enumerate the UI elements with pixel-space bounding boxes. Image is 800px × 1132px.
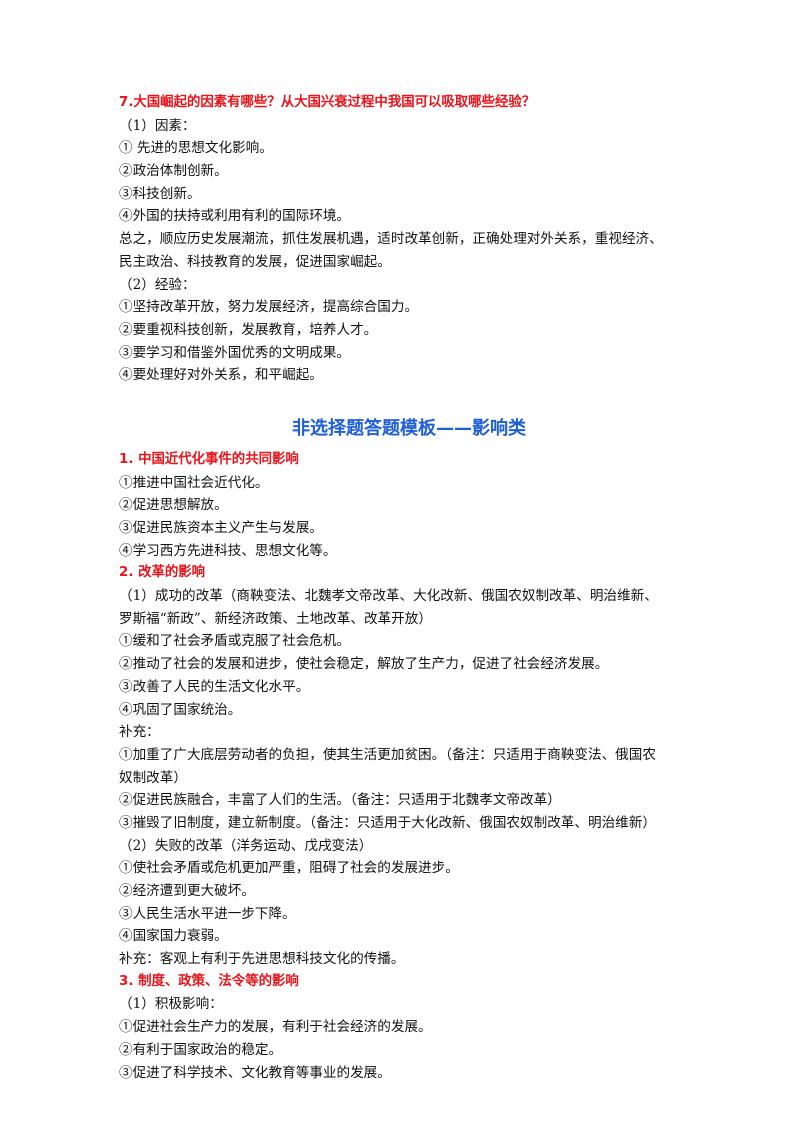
text-line: ②政治体制创新。 (119, 163, 228, 180)
text-line: ④学习西方先进科技、思想文化等。 (119, 542, 337, 559)
s3-body: （1）积极影响： ①促进社会生产力的发展，有利于社会经济的发展。 ②有利于国家政… (119, 993, 699, 1084)
text-line: ③促进了科学技术、文化教育等事业的发展。 (119, 1064, 391, 1081)
text-line: ③人民生活水平进一步下降。 (119, 905, 296, 922)
text-line: 民主政治、科技教育的发展，促进国家崛起。 (119, 253, 391, 270)
q7-body: （1）因素： ① 先进的思想文化影响。 ②政治体制创新。 ③科技创新。 ④外国的… (119, 115, 699, 387)
text-line: ①使社会矛盾或危机更加严重，阻碍了社会的发展进步。 (119, 860, 459, 877)
text-line: ① 先进的思想文化影响。 (119, 140, 273, 157)
text-line: ③要学习和借鉴外国优秀的文明成果。 (119, 344, 351, 361)
text-line: ①坚持改革开放，努力发展经济，提高综合国力。 (119, 299, 419, 316)
text-line: ③改善了人民的生活文化水平。 (119, 678, 310, 695)
section-title: 非选择题答题模板——影响类 (292, 417, 526, 439)
text-line: （2）失败的改革（洋务运动、戊戌变法） (119, 837, 373, 854)
text-line: 奴制改革） (119, 769, 187, 786)
text-line: 补充： (119, 724, 160, 741)
text-line: ③摧毁了旧制度，建立新制度。（备注：只适用于大化改新、俄国农奴制改革、明治维新） (119, 814, 656, 831)
s2-body: （1）成功的改革（商鞅变法、北魏孝文帝改革、大化改新、俄国农奴制改革、明治维新、… (119, 585, 699, 971)
text-line: 罗斯福“新政”、新经济政策、土地改革、改革开放） (119, 610, 432, 627)
text-line: ②有利于国家政治的稳定。 (119, 1041, 283, 1058)
text-line: ①缓和了社会矛盾或克服了社会危机。 (119, 633, 351, 650)
s1-body: ①推进中国社会近代化。 ②促进思想解放。 ③促进民族资本主义产生与发展。 ④学习… (119, 472, 699, 563)
text-line: ①加重了广大底层劳动者的负担，使其生活更加贫困。（备注：只适用于商鞅变法、俄国农 (119, 746, 656, 763)
q7-heading: 7.大国崛起的因素有哪些？从大国兴衰过程中我国可以吸取哪些经验？ (119, 95, 536, 110)
text-line: ②推动了社会的发展和进步，使社会稳定，解放了生产力，促进了社会经济发展。 (119, 656, 609, 673)
text-line: ②促进民族融合，丰富了人们的生活。（备注：只适用于北魏孝文帝改革） (119, 792, 561, 809)
text-line: （1）因素： (119, 117, 196, 134)
text-line: ④要处理好对外关系，和平崛起。 (119, 367, 323, 384)
text-line: ①推进中国社会近代化。 (119, 474, 269, 491)
text-line: ④国家国力衰弱。 (119, 928, 228, 945)
text-line: 补充：客观上有利于先进思想科技文化的传播。 (119, 951, 405, 968)
s1-heading: 1. 中国近代化事件的共同影响 (119, 451, 299, 467)
text-line: （1）成功的改革（商鞅变法、北魏孝文帝改革、大化改新、俄国农奴制改革、明治维新、 (119, 588, 658, 605)
text-line: ④巩固了国家统治。 (119, 701, 242, 718)
document-page: 7.大国崛起的因素有哪些？从大国兴衰过程中我国可以吸取哪些经验？ （1）因素： … (119, 92, 699, 1084)
text-line: ②经济遭到更大破坏。 (119, 883, 255, 899)
text-line: ①促进社会生产力的发展，有利于社会经济的发展。 (119, 1019, 432, 1036)
text-line: ④外国的扶持或利用有利的国际环境。 (119, 208, 351, 225)
text-line: ③科技创新。 (119, 185, 201, 202)
s2-heading: 2. 改革的影响 (119, 565, 206, 581)
text-line: （1）积极影响： (119, 996, 223, 1013)
text-line: ②要重视科技创新，发展教育，培养人才。 (119, 321, 378, 338)
s3-heading: 3. 制度、政策、法令等的影响 (119, 973, 299, 989)
text-line: ②促进思想解放。 (119, 497, 228, 514)
spacer (119, 387, 699, 409)
text-line: 总之，顺应历史发展潮流，抓住发展机遇，适时改革创新，正确处理对外关系，重视经济、 (119, 231, 663, 248)
text-line: ③促进民族资本主义产生与发展。 (119, 520, 323, 536)
text-line: （2）经验： (119, 276, 196, 293)
